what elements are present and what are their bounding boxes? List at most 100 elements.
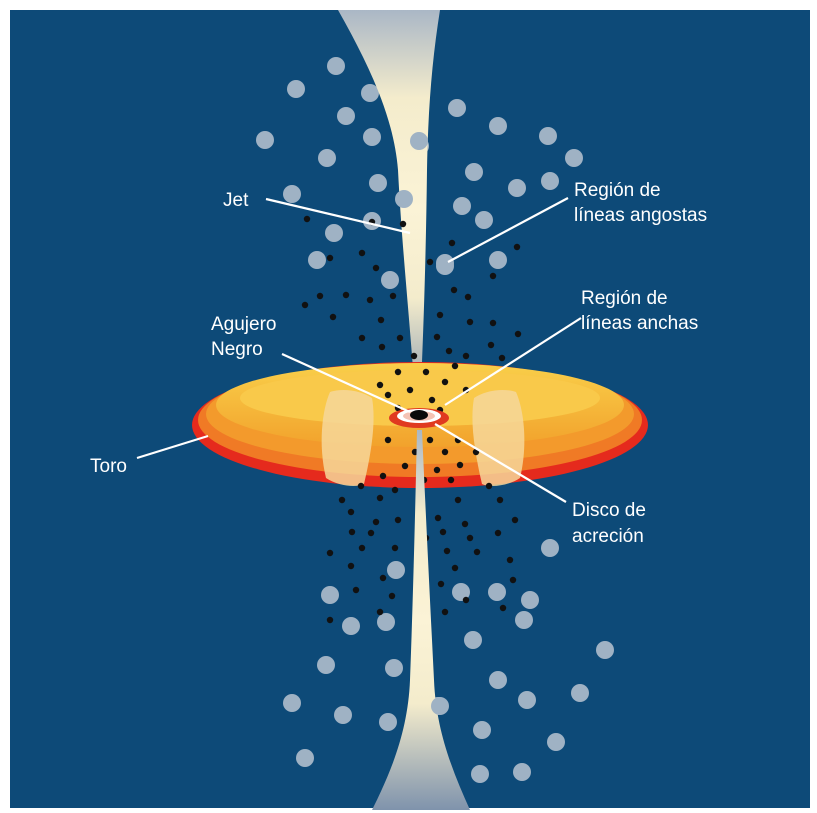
narrow-line-cloud (283, 694, 301, 712)
broad-line-cloud (423, 369, 429, 375)
narrow-line-cloud (337, 107, 355, 125)
broad-line-cloud (327, 550, 333, 556)
broad-line-cloud (373, 265, 379, 271)
broad-line-cloud (427, 259, 433, 265)
narrow-line-cloud (363, 128, 381, 146)
broad-line-cloud (444, 548, 450, 554)
broad-line-cloud (490, 320, 496, 326)
broad-line-cloud (446, 348, 452, 354)
narrow-line-cloud (565, 149, 583, 167)
broad-line-cloud (380, 575, 386, 581)
accretion-disk-label-line2: acreción (572, 526, 644, 547)
broad-line-cloud (317, 293, 323, 299)
broad-line-cloud (435, 515, 441, 521)
broad-line-cloud (488, 342, 494, 348)
broad-line-cloud (440, 529, 446, 535)
narrow-line-cloud (471, 765, 489, 783)
torus-label: Toro (90, 456, 127, 477)
narrow-line-cloud (387, 561, 405, 579)
narrow-line-cloud (541, 539, 559, 557)
narrow-line-cloud (287, 80, 305, 98)
broad-line-cloud (390, 293, 396, 299)
broad-line-cloud (402, 463, 408, 469)
broad-line-cloud (514, 244, 520, 250)
black-hole-label-line1: Agujero (211, 314, 277, 335)
narrow-line-cloud (369, 174, 387, 192)
narrow-line-cloud (431, 697, 449, 715)
accretion-disk-label-line1: Disco de (572, 500, 646, 521)
broad-line-cloud (515, 331, 521, 337)
broad-line-cloud (442, 379, 448, 385)
jet-label: Jet (223, 190, 249, 211)
broad-line-cloud (449, 240, 455, 246)
broad-line-region-label-line1: Región de (581, 288, 668, 309)
broad-line-cloud (507, 557, 513, 563)
broad-line-cloud (327, 617, 333, 623)
broad-line-cloud (486, 483, 492, 489)
broad-line-cloud (495, 530, 501, 536)
broad-line-cloud (343, 292, 349, 298)
narrow-line-cloud (334, 706, 352, 724)
narrow-line-cloud (453, 197, 471, 215)
broad-line-cloud (411, 353, 417, 359)
broad-line-cloud (385, 437, 391, 443)
broad-line-cloud (392, 545, 398, 551)
narrow-line-cloud (395, 190, 413, 208)
broad-line-cloud (359, 335, 365, 341)
narrow-line-cloud (318, 149, 336, 167)
narrow-line-cloud (296, 749, 314, 767)
broad-line-cloud (339, 497, 345, 503)
narrow-line-cloud (473, 721, 491, 739)
broad-line-cloud (499, 355, 505, 361)
broad-line-cloud (380, 473, 386, 479)
narrow-line-cloud (379, 713, 397, 731)
narrow-line-cloud (327, 57, 345, 75)
narrow-line-cloud (317, 656, 335, 674)
narrow-line-cloud (448, 99, 466, 117)
narrow-line-cloud (596, 641, 614, 659)
narrow-line-cloud (256, 131, 274, 149)
broad-line-cloud (395, 517, 401, 523)
broad-line-cloud (304, 216, 310, 222)
narrow-line-cloud (465, 163, 483, 181)
broad-line-cloud (373, 519, 379, 525)
broad-line-cloud (379, 344, 385, 350)
broad-line-cloud (451, 287, 457, 293)
narrow-line-cloud (521, 591, 539, 609)
narrow-line-cloud (283, 185, 301, 203)
broad-line-cloud (452, 363, 458, 369)
broad-line-cloud (377, 382, 383, 388)
broad-line-cloud (358, 483, 364, 489)
broad-line-cloud (467, 535, 473, 541)
broad-line-cloud (448, 477, 454, 483)
narrow-line-region-label-line1: Región de (574, 180, 661, 201)
broad-line-cloud (438, 581, 444, 587)
narrow-line-cloud (488, 583, 506, 601)
narrow-line-cloud (489, 671, 507, 689)
broad-line-cloud (437, 312, 443, 318)
broad-line-cloud (389, 593, 395, 599)
broad-line-region-label-line2: líneas anchas (581, 313, 698, 334)
broad-line-cloud (434, 467, 440, 473)
broad-line-cloud (353, 587, 359, 593)
broad-line-cloud (427, 437, 433, 443)
narrow-line-cloud (342, 617, 360, 635)
broad-line-cloud (463, 597, 469, 603)
broad-line-cloud (500, 605, 506, 611)
broad-line-cloud (455, 497, 461, 503)
broad-line-cloud (397, 335, 403, 341)
broad-line-cloud (407, 387, 413, 393)
broad-line-cloud (490, 273, 496, 279)
broad-line-cloud (377, 609, 383, 615)
narrow-line-cloud (513, 763, 531, 781)
narrow-line-region-label-line2: líneas angostas (574, 205, 707, 226)
black-hole (410, 410, 428, 420)
broad-line-cloud (457, 462, 463, 468)
narrow-line-cloud (541, 172, 559, 190)
broad-line-cloud (467, 319, 473, 325)
narrow-line-cloud (381, 271, 399, 289)
broad-line-cloud (327, 255, 333, 261)
narrow-line-cloud (489, 251, 507, 269)
broad-line-cloud (442, 609, 448, 615)
